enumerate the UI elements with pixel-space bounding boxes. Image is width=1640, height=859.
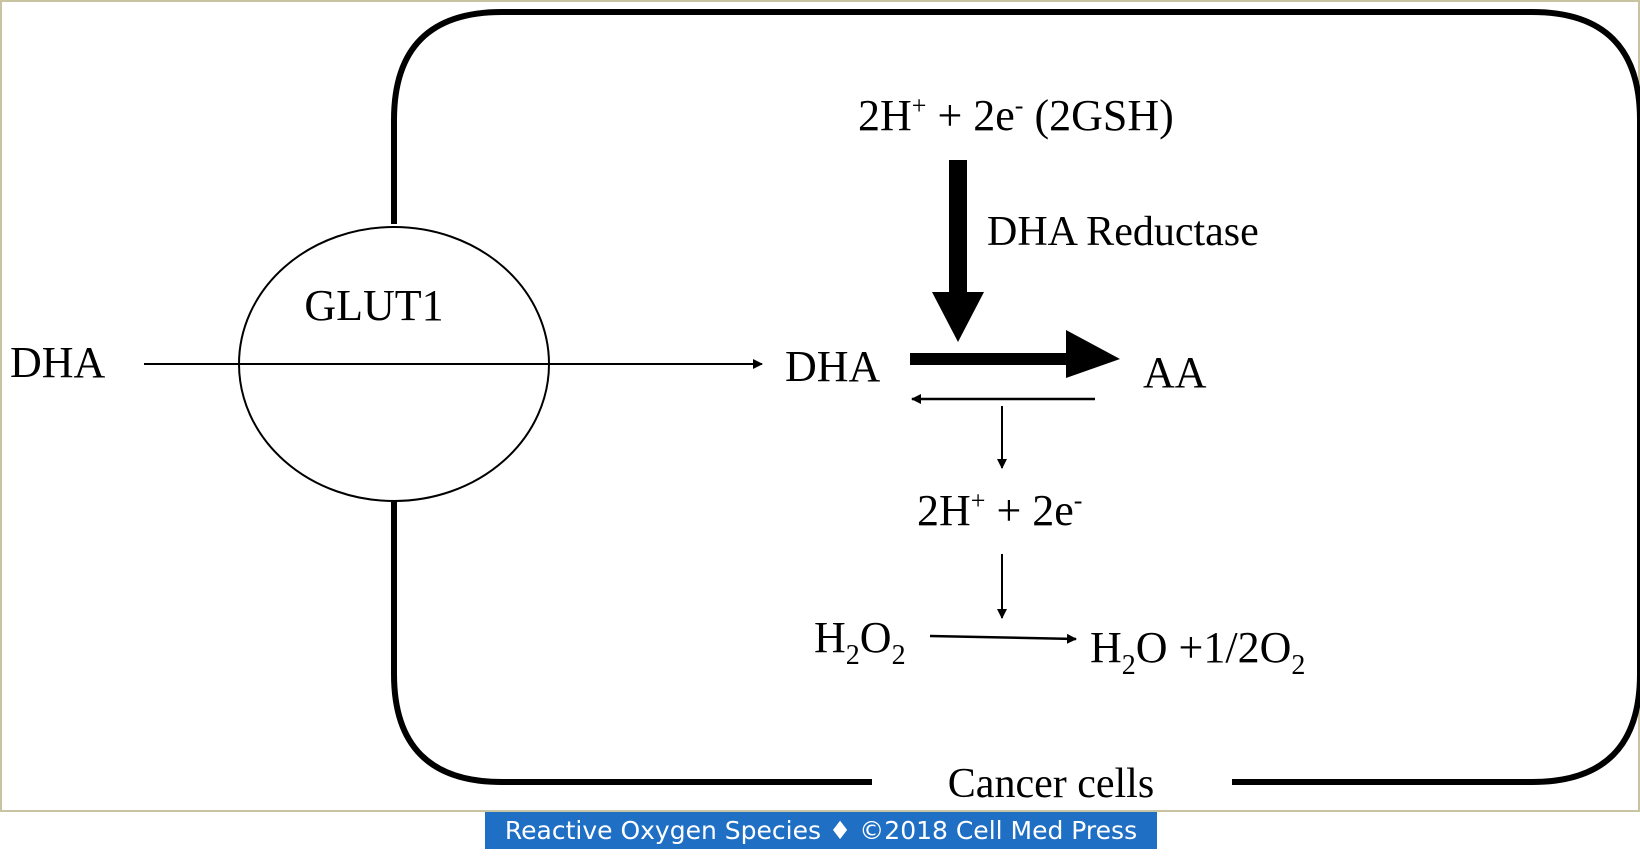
- copyright-footer: Reactive Oxygen Species ♦ ©2018 Cell Med…: [485, 812, 1157, 849]
- cell-membrane-top: [391, 9, 1640, 785]
- glut1-label: GLUT1: [304, 281, 443, 330]
- forward-arrow-shaft: [910, 353, 1070, 365]
- cell-membrane-bottom: [391, 500, 872, 785]
- reductase-arrow-shaft: [949, 160, 967, 295]
- reductase-arrow-head: [932, 292, 984, 342]
- products-label: H2O +1/2O2: [1090, 623, 1305, 681]
- forward-arrow-head: [1066, 330, 1120, 378]
- cell-label: Cancer cells: [948, 761, 1154, 807]
- h2o2-label: H2O2: [814, 613, 906, 671]
- pathway-diagram: GLUT1 DHA 2H+ + 2e- (2GSH) DHA Reductase…: [10, 9, 1640, 807]
- electrons-label: 2H+ + 2e-: [917, 486, 1082, 535]
- figure-frame: GLUT1 DHA 2H+ + 2e- (2GSH) DHA Reductase…: [0, 0, 1640, 812]
- cofactor-gsh-label: 2H+ + 2e- (2GSH): [858, 91, 1174, 140]
- enzyme-label: DHA Reductase: [987, 209, 1259, 255]
- decomposition-arrow: [929, 633, 1077, 644]
- dha-inside-label: DHA: [785, 342, 881, 391]
- dha-outside-label: DHA: [10, 338, 106, 387]
- aa-label: AA: [1143, 348, 1207, 397]
